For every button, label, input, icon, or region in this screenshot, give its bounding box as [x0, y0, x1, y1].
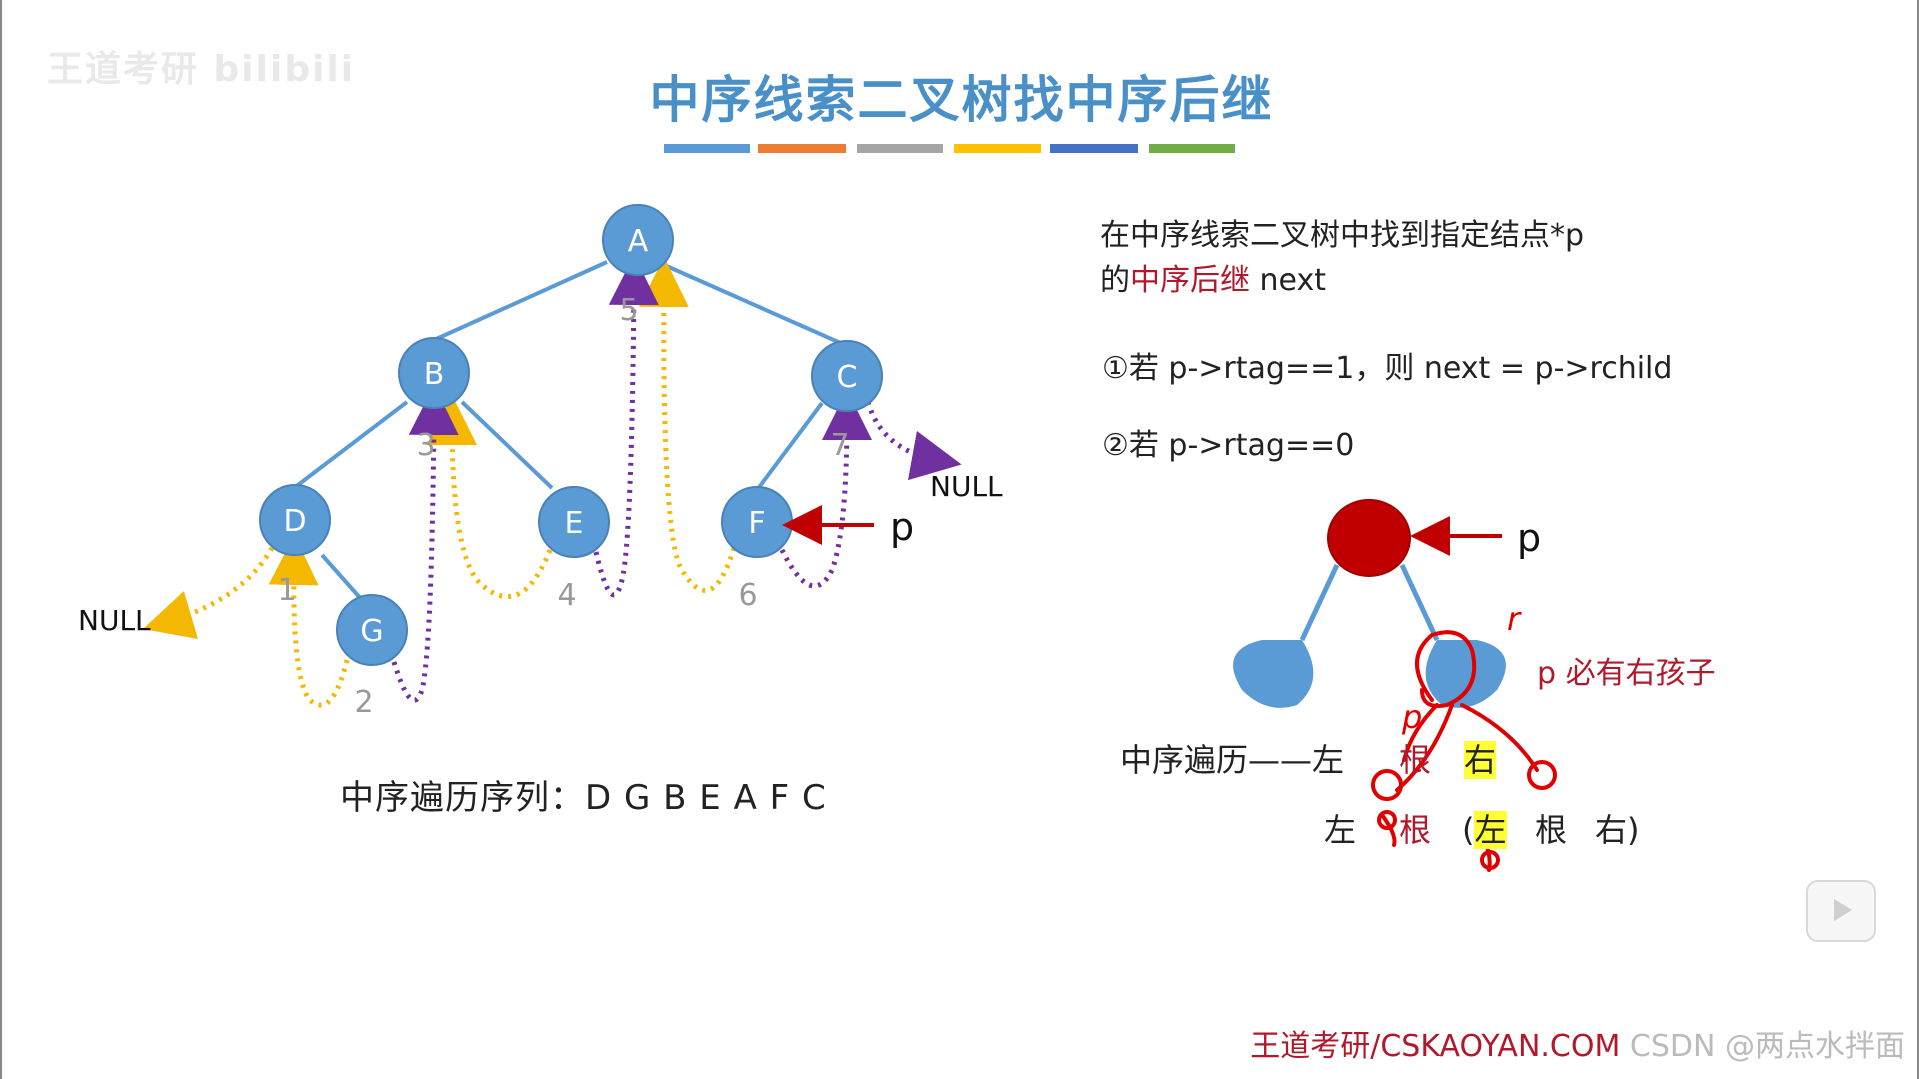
inorder-rule-prefix: 中序遍历——左: [1120, 741, 1345, 779]
edge-a-b: [433, 260, 608, 342]
node-label: F: [748, 506, 765, 541]
step-label: 1: [277, 573, 296, 608]
explain-line2-prefix: 的: [1100, 263, 1130, 298]
node-labels: A B C D E F G: [283, 224, 857, 649]
node-a: [602, 204, 674, 276]
node-label: D: [283, 504, 306, 539]
scribble-circle-d: [1377, 810, 1397, 830]
node-e: [538, 486, 610, 558]
scribble-arrow-left: [1402, 703, 1439, 762]
node-label: B: [424, 357, 445, 392]
p-pointer-label-right: p: [1517, 516, 1541, 560]
purple-thread-c-null: [865, 401, 962, 481]
footer-brand: 王道考研/CSKAOYAN.COM CSDN @两点水拌面: [1250, 1021, 1905, 1065]
schematic-edge-right: [1399, 563, 1440, 642]
node-label: G: [360, 614, 383, 649]
explain-line2-red: 中序后继: [1130, 263, 1250, 298]
row2-root2: 根: [1535, 811, 1568, 849]
node-label: A: [628, 224, 649, 259]
inorder-sequence: D G B E A F C: [585, 778, 827, 818]
null-label-right: NULL: [930, 470, 1003, 503]
explain-line-1: 在中序线索二叉树中找到指定结点*p: [1100, 218, 1585, 253]
scribble-circle-c: [1480, 850, 1500, 870]
node-b: [398, 337, 470, 409]
inorder-sequence-line: 中序遍历序列：D G B E A F C: [340, 770, 827, 819]
yellow-thread-e-b: [427, 395, 553, 600]
p-node: [1327, 499, 1411, 577]
edge-c-f: [755, 401, 824, 492]
right-subtree-shape: [1425, 640, 1506, 708]
node-label: E: [565, 506, 584, 541]
scribble-circle-a: [1371, 769, 1403, 801]
color-strip-segment: [954, 144, 1041, 153]
footer-brand-text: 王道考研/CSKAOYAN.COM: [1250, 1029, 1621, 1064]
left-subtree-shape: [1233, 640, 1314, 708]
explain-line-2: 的中序后继 next: [1100, 255, 1326, 299]
step-label: 5: [619, 293, 638, 328]
purple-thread-g-b: [391, 385, 459, 703]
edge-a-c: [661, 262, 846, 347]
schematic-edge-left: [1299, 563, 1340, 642]
inorder-label: 中序遍历序列：: [340, 778, 585, 818]
edge-b-e: [460, 400, 554, 490]
step-label: 3: [416, 428, 435, 463]
yellow-thread-g-d: [268, 535, 350, 708]
step-label: 6: [738, 578, 757, 613]
play-button[interactable]: [1806, 880, 1876, 942]
row1-right-highlight: 右: [1464, 741, 1497, 779]
inorder-rule-row-1: 中序遍历——左: [1120, 735, 1344, 781]
scribble-p-label: p: [1401, 698, 1422, 736]
node-c: [811, 340, 883, 412]
color-strip-segment: [1050, 144, 1138, 153]
scribble-t-label: r: [1507, 600, 1522, 638]
page-title: 中序线索二叉树找中序后继: [649, 71, 1274, 129]
row2-right2: 右): [1595, 811, 1640, 849]
edge-b-d: [292, 400, 409, 490]
scribble-arrow-right: [1460, 703, 1539, 772]
tree-nodes: [259, 204, 883, 666]
step-labels: 1 2 3 4 5 6 7: [277, 293, 849, 720]
step-label: 2: [354, 685, 373, 720]
color-strip-segment: [857, 144, 943, 153]
yellow-thread-f-a: [638, 257, 737, 593]
row2-left2-highlight: 左: [1474, 811, 1507, 849]
row2-paren-group: (左: [1462, 805, 1507, 851]
rule-2: ②若 p->rtag==0: [1102, 428, 1355, 463]
row2-left: 左: [1324, 811, 1357, 849]
yellow-thread-d-null: [143, 546, 275, 639]
yellow-threads: [143, 257, 737, 708]
color-strip-segment: [664, 144, 750, 153]
row1-right: 右: [1464, 735, 1497, 781]
color-strip-segment: [1149, 144, 1235, 153]
purple-threads: [391, 255, 962, 703]
node-d: [259, 484, 331, 556]
scribble-arrow-root: [1395, 703, 1454, 792]
edge-d-g: [320, 553, 364, 602]
explain-line2-suffix: next: [1250, 263, 1326, 298]
purple-thread-e-a: [593, 255, 659, 598]
node-label: C: [837, 360, 858, 395]
row2-paren: (: [1462, 811, 1475, 849]
row2-root: 根: [1399, 811, 1432, 849]
scribble-mark-under-2: [1380, 813, 1397, 847]
p-pointer-label-left: p: [890, 505, 914, 549]
scribble-circle-b: [1527, 760, 1557, 790]
step-label: 4: [557, 578, 576, 613]
node-g: [336, 594, 408, 666]
null-label-left: NULL: [78, 604, 151, 637]
schematic-tree: p: [1233, 499, 1541, 708]
footer-overlay-text: CSDN @两点水拌面: [1629, 1029, 1905, 1064]
step-label: 7: [830, 428, 849, 463]
bilibili-watermark: 王道考研 bilibili: [47, 49, 356, 90]
row1-root: 根: [1399, 741, 1432, 779]
has-right-child-note: p 必有右孩子: [1537, 656, 1716, 691]
rule-1: ①若 p->rtag==1，则 next = p->rchild: [1102, 351, 1673, 386]
color-strip-segment: [758, 144, 846, 153]
